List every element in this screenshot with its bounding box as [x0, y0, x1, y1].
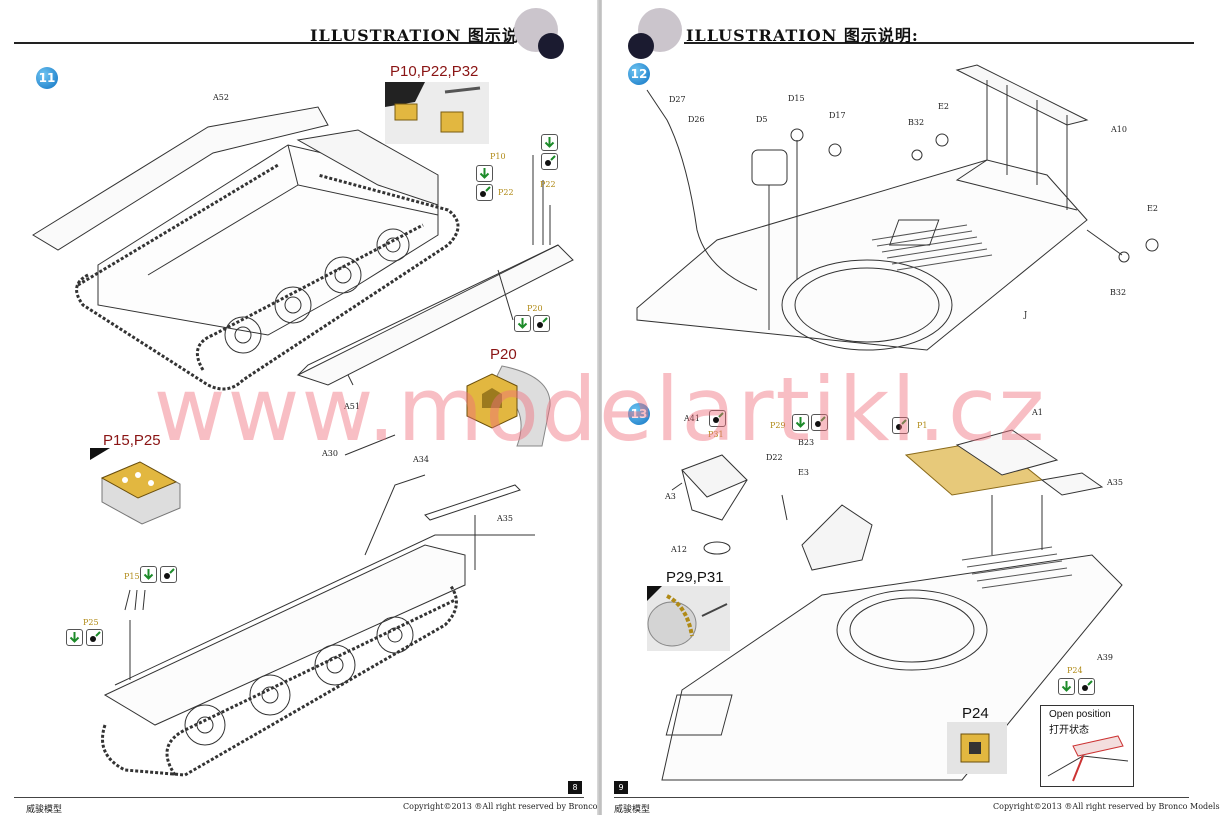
- header-rule-right: [684, 42, 1194, 44]
- footer-brand-left: 威骏模型: [26, 805, 63, 815]
- hull-tracks-drawing-bottom: [101, 434, 535, 777]
- footer-rule-left: [14, 797, 584, 798]
- label-a39: A39: [1097, 653, 1113, 662]
- glue-drop-icon: [811, 414, 828, 431]
- glue-drop-icon: [1078, 678, 1095, 695]
- footer-copyright-right: Copyright©2013 ®All right reserved by Br…: [993, 802, 1220, 811]
- label-p22-b: P22: [540, 180, 556, 189]
- step-badge-11: 11: [36, 67, 58, 89]
- photo-p29-p31: [647, 586, 730, 651]
- page-gutter: [597, 0, 603, 815]
- label-p29: P29: [770, 421, 786, 430]
- label-d22: D22: [766, 453, 783, 462]
- page-number-right: 9: [614, 781, 628, 794]
- label-a1: A1: [1032, 408, 1043, 417]
- snip-arrow-icon: [792, 414, 809, 431]
- label-d27: D27: [669, 95, 686, 104]
- label-a3: A3: [665, 492, 676, 501]
- glue-drop-icon: [541, 153, 558, 170]
- glue-drop-icon: [533, 315, 550, 332]
- label-a52: A52: [213, 93, 229, 102]
- header-dot-left: [538, 33, 564, 59]
- hull-tracks-drawing-top: [32, 106, 574, 391]
- header-title-left: ILLUSTRATION 图示说明:: [310, 26, 543, 45]
- photo-p10-p22-p32: [385, 82, 489, 144]
- label-a35-r: A35: [1107, 478, 1123, 487]
- snip-arrow-icon: [140, 566, 157, 583]
- footer-brand-right: 威骏模型: [614, 805, 651, 815]
- label-p20: P20: [527, 304, 543, 313]
- label-a51: A51: [344, 402, 360, 411]
- snip-arrow-icon: [541, 134, 558, 151]
- label-d15: D15: [788, 94, 805, 103]
- label-b23: B23: [798, 438, 815, 447]
- callout-title-p10-p22-p32: P10,P22,P32: [390, 63, 479, 80]
- label-d17: D17: [829, 111, 846, 120]
- glue-drop-icon: [892, 417, 909, 434]
- right-page: ILLUSTRATION 图示说明: 12: [602, 0, 1220, 815]
- label-p22-a: P22: [498, 188, 514, 197]
- footer-rule-right: [614, 797, 1189, 798]
- snip-arrow-icon: [1058, 678, 1075, 695]
- label-p25: P25: [83, 618, 99, 627]
- label-d5: D5: [756, 115, 768, 124]
- label-a10: A10: [1111, 125, 1127, 134]
- label-a34: A34: [413, 455, 429, 464]
- step-badge-13: 13: [628, 403, 650, 425]
- label-a12: A12: [671, 545, 687, 554]
- glue-drop-icon: [709, 410, 726, 427]
- superstructure-drawing-step13: [661, 429, 1123, 781]
- callout-title-p29-p31: P29,P31: [666, 569, 724, 586]
- open-position-panel: Open position 打开状态: [1040, 705, 1134, 787]
- header-rule-left: [14, 42, 514, 44]
- label-a41: A41: [684, 414, 700, 423]
- label-d26: D26: [688, 115, 705, 124]
- label-e2-b: E2: [1147, 204, 1158, 213]
- glue-drop-icon: [86, 629, 103, 646]
- callout-title-p24: P24: [962, 705, 989, 722]
- footer-copyright-left: Copyright©2013 ®All right reserved by Br…: [403, 802, 630, 811]
- label-p31: P31: [708, 430, 724, 439]
- label-a30: A30: [322, 449, 338, 458]
- photo-p15-p25: [90, 448, 182, 526]
- label-p15: P15: [124, 572, 140, 581]
- open-position-label-en: Open position: [1049, 709, 1111, 720]
- page-number-left: 8: [568, 781, 582, 794]
- open-position-drawing: [1047, 735, 1129, 782]
- label-p24: P24: [1067, 666, 1083, 675]
- glue-drop-icon: [476, 184, 493, 201]
- callout-title-p15-p25: P15,P25: [103, 432, 161, 449]
- header-dot-right: [628, 33, 654, 59]
- left-page: ILLUSTRATION 图示说明: 11: [0, 0, 630, 815]
- label-e3: E3: [798, 468, 809, 477]
- label-b32-a: B32: [908, 118, 925, 127]
- label-j: J: [1024, 310, 1028, 319]
- label-e2-a: E2: [938, 102, 949, 111]
- photo-p20: [462, 365, 552, 447]
- snip-arrow-icon: [514, 315, 531, 332]
- label-p1: P1: [917, 421, 928, 430]
- label-b32-b: B32: [1110, 288, 1127, 297]
- label-a35: A35: [497, 514, 513, 523]
- glue-drop-icon: [160, 566, 177, 583]
- photo-p24: [947, 722, 1007, 774]
- snip-arrow-icon: [476, 165, 493, 182]
- callout-title-p20: P20: [490, 346, 517, 363]
- step-badge-12: 12: [628, 63, 650, 85]
- label-p10: P10: [490, 152, 506, 161]
- superstructure-drawing-step12: [636, 64, 1159, 351]
- header-title-right: ILLUSTRATION 图示说明:: [686, 26, 919, 45]
- snip-arrow-icon: [66, 629, 83, 646]
- open-position-label-cn: 打开状态: [1049, 725, 1089, 736]
